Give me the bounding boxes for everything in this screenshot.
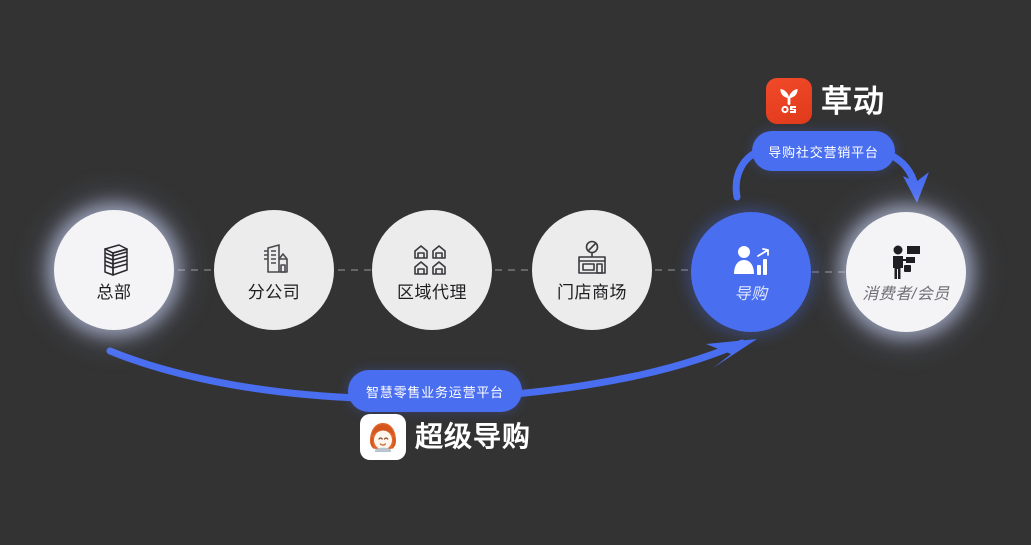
bottom-arrowhead [706,339,757,368]
flow-node-guide[interactable]: 导购 [691,212,811,332]
office-tower-icon [91,237,137,281]
bottom-arrow-tail [108,349,134,361]
brand-caodong-name: 草动 [821,83,885,119]
flow-node-store[interactable]: 门店商场 [532,210,652,330]
brand-chaojidaogou[interactable]: 超级导购 [360,414,531,460]
brand-chaojidaogou-name: 超级导购 [415,421,532,452]
flow-node-label: 总部 [96,283,132,303]
brand-caodong[interactable]: 草动 [766,78,885,124]
flow-node-label: 消费者/会员 [862,286,950,304]
sprout-logo-icon [766,78,812,124]
pill-retail-operation-platform[interactable]: 智慧零售业务运营平台 [348,370,522,412]
branch-building-icon [251,237,297,281]
flow-node-label: 门店商场 [557,283,627,303]
pill-social-marketing-platform[interactable]: 导购社交营销平台 [752,131,895,171]
girl-avatar-logo-icon [360,414,406,460]
flow-node-hq[interactable]: 总部 [54,210,174,330]
flow-node-label: 分公司 [247,283,301,303]
flow-node-branch[interactable]: 分公司 [214,210,334,330]
flow-node-label: 区域代理 [397,283,467,303]
flow-node-regional[interactable]: 区域代理 [372,210,492,330]
flow-node-consumer[interactable]: 消费者/会员 [846,212,966,332]
storefront-icon [569,237,615,281]
consumer-icon [883,240,929,284]
sales-person-icon [728,240,774,284]
flow-node-label: 导购 [734,286,768,304]
warehouse-icon [409,237,455,281]
top-arrowhead [903,172,929,203]
